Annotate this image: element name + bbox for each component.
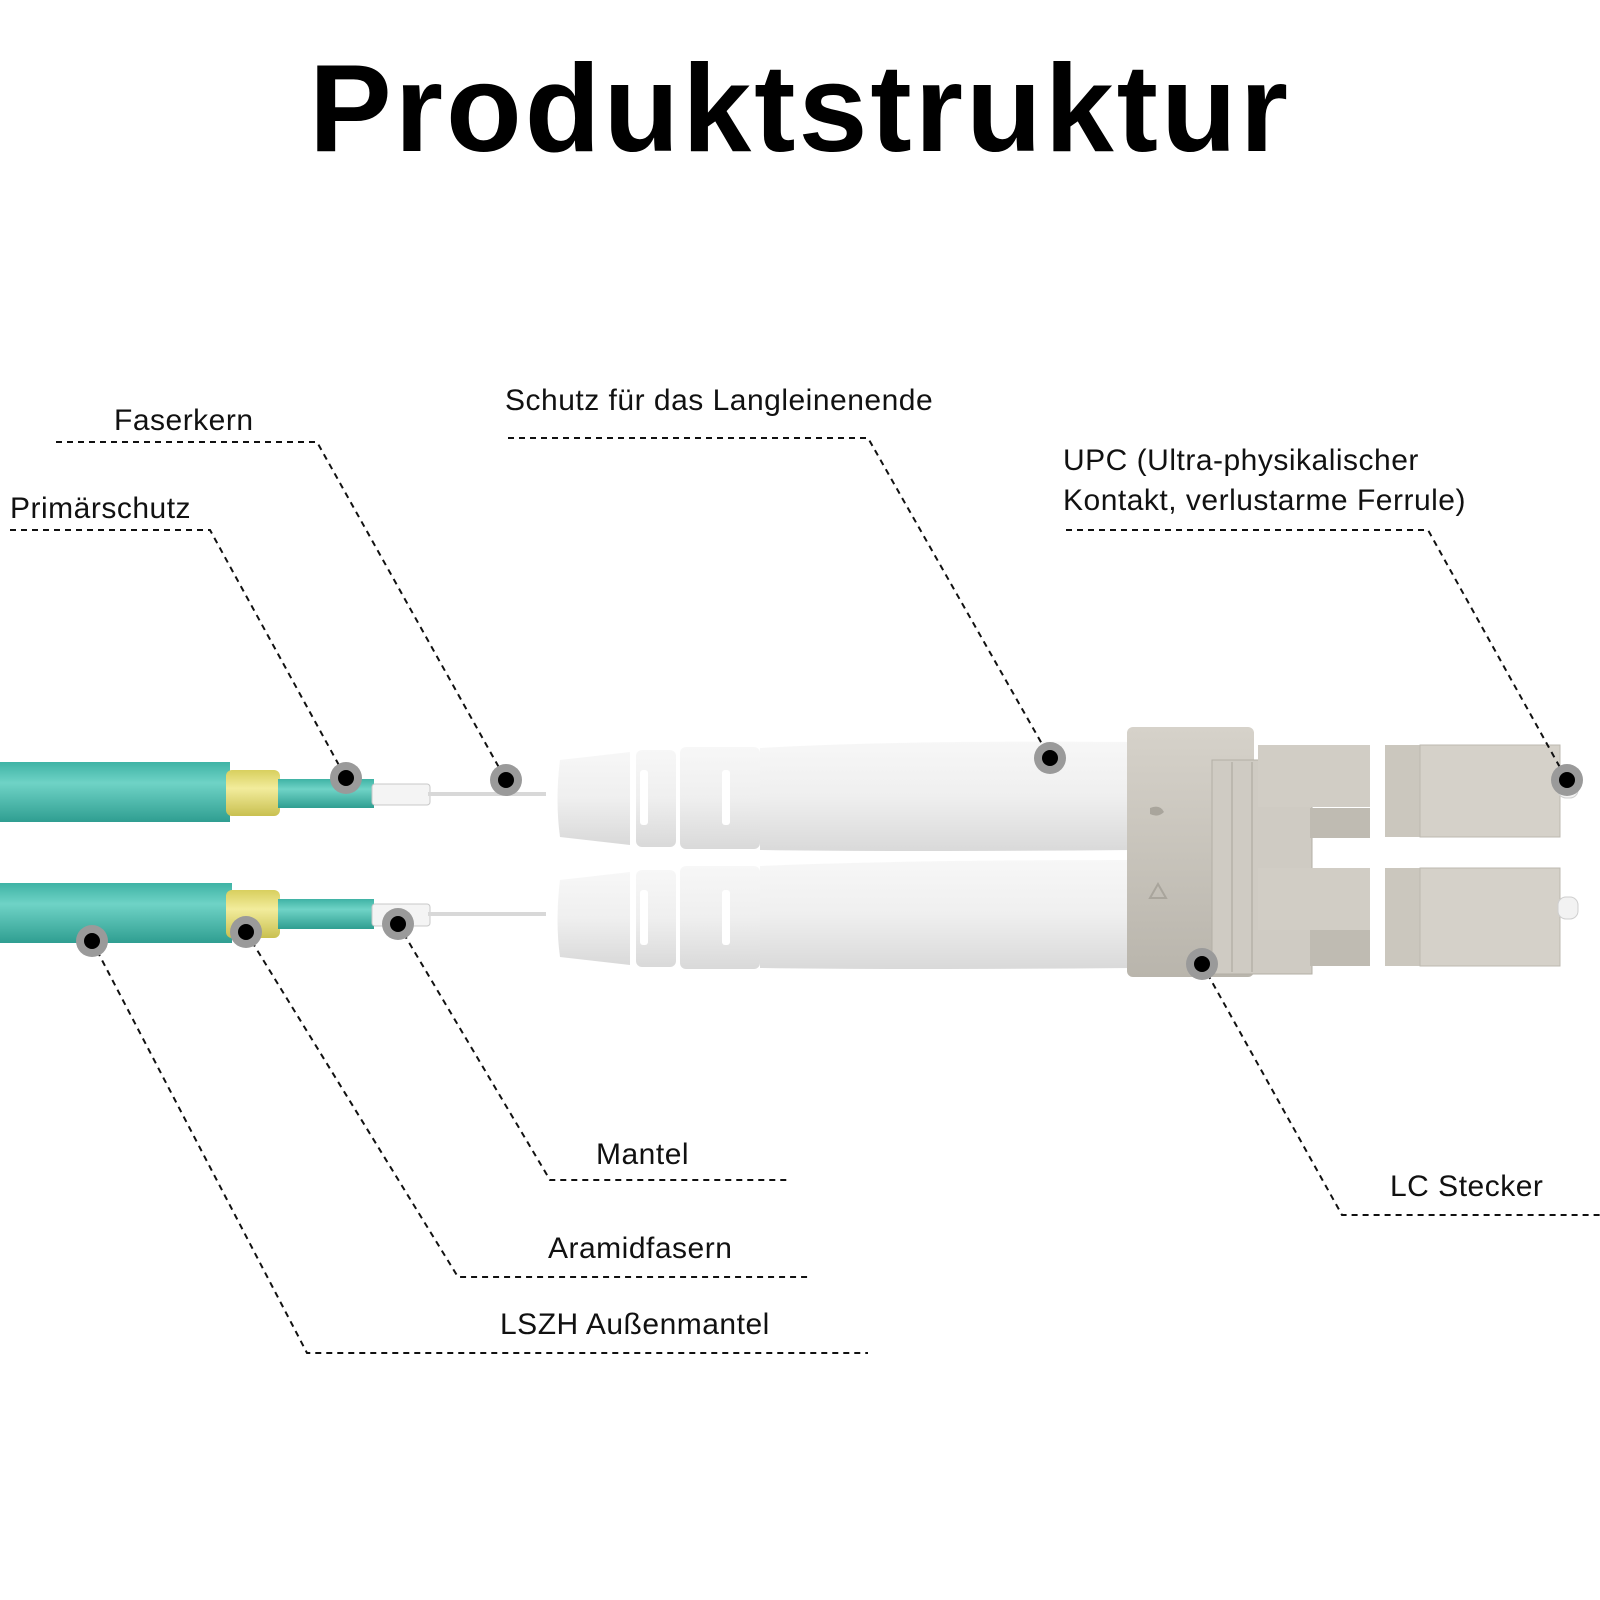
page-title: Produktstruktur (309, 40, 1291, 178)
leader-upc (1066, 529, 1568, 781)
label-boot: Schutz für das Langleinenende (505, 384, 933, 417)
label-cladding: Mantel (596, 1138, 689, 1171)
marker-cladding (382, 908, 414, 940)
leader-fiber-core (56, 441, 507, 781)
bottom-ferrule (1557, 896, 1579, 920)
top-boot-tip (557, 752, 630, 845)
bottom-boot-slot-1 (640, 890, 648, 945)
label-aramid: Aramidfasern (548, 1232, 732, 1265)
label-fiber-core: Faserkern (114, 404, 254, 437)
label-primary-coating: Primärschutz (10, 492, 191, 525)
bottom-boot (557, 860, 1132, 969)
marker-aramid (230, 916, 262, 948)
leader-lines (10, 437, 1600, 1354)
top-latch-body (1258, 745, 1370, 807)
top-latch-tab (1385, 745, 1420, 837)
leader-cladding (397, 923, 790, 1181)
bottom-inner-tube (278, 899, 374, 929)
top-latch-front (1419, 744, 1561, 838)
top-cable (0, 762, 546, 822)
top-boot-body (760, 741, 1132, 851)
bottom-boot-rib-2 (680, 866, 760, 969)
top-latch-shade (1310, 808, 1370, 838)
bottom-outer-jacket (0, 883, 232, 943)
bottom-boot-body (760, 860, 1132, 969)
label-upc-line2: Kontakt, verlustarme Ferrule) (1063, 484, 1466, 517)
leader-primary-coating (10, 529, 347, 779)
top-fiber-core (428, 792, 546, 796)
marker-boot (1034, 742, 1066, 774)
marker-primary-coating (330, 762, 362, 794)
label-jacket: LSZH Außenmantel (500, 1308, 770, 1341)
leader-connector (1201, 963, 1600, 1216)
label-connector: LC Stecker (1390, 1170, 1543, 1203)
bottom-latch-tab (1385, 868, 1420, 966)
top-boot-slot-2 (722, 770, 730, 825)
leader-boot (508, 437, 1051, 759)
connector-marking-a (1148, 881, 1168, 899)
top-aramid-fibers (226, 770, 280, 816)
connector-marking-b (1150, 806, 1164, 816)
lc-connector (1127, 727, 1579, 977)
marker-jacket (76, 925, 108, 957)
top-boot-slot-1 (640, 770, 648, 825)
leader-aramid (245, 931, 808, 1278)
bottom-latch-shade (1310, 930, 1370, 966)
top-boot-rib-2 (680, 747, 760, 849)
bottom-boot-slot-2 (722, 890, 730, 945)
top-cladding (371, 783, 431, 806)
bottom-latch-body (1258, 868, 1370, 930)
callout-markers (76, 742, 1583, 980)
leader-jacket (91, 940, 868, 1354)
bottom-fiber-core (428, 912, 546, 916)
marker-connector (1186, 948, 1218, 980)
top-outer-jacket (0, 762, 230, 822)
marker-fiber-core (490, 764, 522, 796)
labels: Faserkern Primärschutz Schutz für das La… (10, 384, 1543, 1341)
marker-upc (1551, 764, 1583, 796)
bottom-boot-tip (557, 872, 630, 965)
label-upc-line1: UPC (Ultra-physikalischer (1063, 444, 1419, 477)
bottom-latch-front (1419, 867, 1561, 967)
